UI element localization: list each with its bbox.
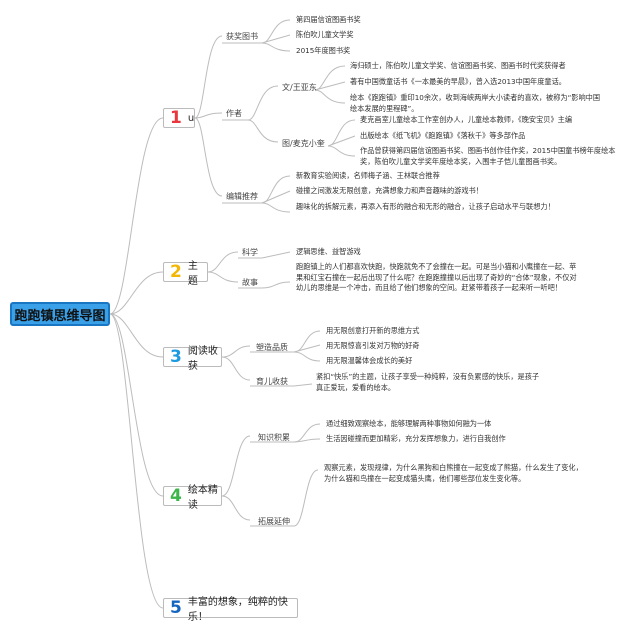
branch-label: 绘本精读 <box>187 485 218 511</box>
leaf: 通过细致观察绘本，能够理解两种事物如何融为一体 <box>326 419 492 428</box>
author-writer[interactable]: 文/王亚东 <box>282 83 317 92</box>
branch-number: 5 <box>170 598 182 618</box>
leaf: 作品曾获得第四届信谊图画书奖、图画书创作佳作奖，2015中国童书榜年度绘本奖，陈… <box>360 146 616 166</box>
connector <box>261 175 291 204</box>
leaf: 出版绘本《纸飞机》《跑跑镇》《落秋千》等多部作品 <box>360 131 526 140</box>
branch-1-node[interactable]: 1 u <box>163 108 195 128</box>
sub-author[interactable]: 作者 <box>226 109 242 118</box>
connector <box>109 313 164 358</box>
branch-3-node[interactable]: 3 阅读收获 <box>163 346 222 372</box>
connector <box>314 89 346 104</box>
leaf: 用无限创意打开新的思维方式 <box>326 326 420 335</box>
branch-number: 3 <box>170 347 182 367</box>
connector <box>261 19 291 44</box>
connector <box>109 313 164 497</box>
leaf: 用无限温馨体会成长的美好 <box>326 356 413 365</box>
connector <box>261 34 291 44</box>
sub-science[interactable]: 科学 <box>242 248 258 257</box>
sub-qualities[interactable]: 塑造品质 <box>256 343 288 352</box>
connector <box>238 281 291 289</box>
connector <box>327 135 356 147</box>
connector <box>293 469 319 527</box>
sub-story[interactable]: 故事 <box>242 278 258 287</box>
connector <box>314 81 346 91</box>
leaf: 紧扣“快乐”的主题，让孩子享受一种纯粹，没有负累感的快乐，是孩子真正爱玩，爱看的… <box>316 372 540 392</box>
connector <box>109 313 164 609</box>
leaf: 趣味化的拆解元素，再添入有形的融合和无形的融合，让孩子启动水平与联想力！ <box>296 202 555 211</box>
connector <box>221 495 251 521</box>
branch-label: 主题 <box>187 261 198 287</box>
sub-editor-recommend[interactable]: 编辑推荐 <box>226 192 258 201</box>
connector <box>207 251 239 273</box>
branch-label: 阅读收获 <box>187 346 218 372</box>
leaf: 观察元素，发现规律，为什么黑狗和白熊撞在一起变成了熊猫，什么发生了变化，为什么猫… <box>324 463 583 483</box>
leaf: 用无限惊喜引发对万物的好奇 <box>326 341 420 350</box>
leaf: 海归硕士，陈伯吹儿童文学奖、信谊图画书奖、图画书时代奖获得者 <box>350 61 566 70</box>
leaf: 陈伯吹儿童文学奖 <box>296 30 354 39</box>
connector <box>261 190 291 204</box>
root-title: 跑跑镇思维导图 <box>14 308 106 324</box>
connector <box>261 202 291 213</box>
branch-label: u <box>187 112 195 124</box>
sub-extension[interactable]: 拓展延伸 <box>258 517 290 526</box>
leaf: 碰撞之间激发无限创意，充满想象力和声音趣味的游戏书！ <box>296 186 483 195</box>
connector <box>194 35 223 119</box>
branch-5-node[interactable]: 5 丰富的想象，纯粹的快乐！ <box>163 597 298 623</box>
leaf: 2015年度图书奖 <box>296 46 351 55</box>
connector <box>109 117 164 315</box>
leaf: 跑跑镇上的人们都喜欢快跑，快跑就免不了会撞在一起。可是当小猫和小鹰撞在一起、苹果… <box>296 262 577 292</box>
connector <box>247 85 279 121</box>
connector <box>327 145 356 157</box>
connector <box>221 345 251 358</box>
connector <box>207 271 239 283</box>
branch-label: 丰富的想象，纯粹的快乐！ <box>187 597 288 623</box>
connector <box>221 435 251 497</box>
connector <box>261 42 291 52</box>
leaf: 逻辑思维、益智游戏 <box>296 247 361 256</box>
leaf: 生活因碰撞而更加精彩，充分发挥想象力，进行自我创作 <box>326 434 506 443</box>
connector <box>293 344 321 353</box>
leaf: 著有中国微童话书《一本最美的早晨》，曾入选2013中国年度童话。 <box>350 77 566 86</box>
branch-number: 1 <box>170 108 182 128</box>
connector <box>238 251 291 259</box>
connector <box>247 119 279 143</box>
leaf: 绘本《跑跑镇》重印10余次，收到海峡两岸大小读者的喜欢，被称为“影响中国绘本发展… <box>350 93 601 113</box>
connector <box>194 112 223 119</box>
leaf: 新教育实验阅读，名师梅子涵、王林联合推荐 <box>296 171 440 180</box>
connector <box>293 351 321 362</box>
sub-knowledge[interactable]: 知识积累 <box>258 433 290 442</box>
leaf: 第四届信谊图画书奖 <box>296 15 361 24</box>
connector <box>293 438 321 443</box>
connector <box>194 117 223 197</box>
sub-parenting[interactable]: 育儿收获 <box>256 377 288 386</box>
branch-number: 2 <box>170 262 182 282</box>
author-illustrator[interactable]: 图/麦克小奎 <box>282 139 325 148</box>
connector <box>221 356 251 381</box>
branch-number: 4 <box>170 486 182 506</box>
connector <box>109 271 164 315</box>
connector <box>327 119 356 147</box>
sub-awards[interactable]: 获奖图书 <box>226 32 258 41</box>
branch-4-node[interactable]: 4 绘本精读 <box>163 485 222 511</box>
connector <box>250 383 313 387</box>
branch-2-node[interactable]: 2 主题 <box>163 261 208 287</box>
leaf: 麦克画室儿童绘本工作室创办人，儿童绘本教师，《晚安宝贝》主编 <box>360 115 573 124</box>
root-node[interactable]: 跑跑镇思维导图 <box>10 302 110 326</box>
